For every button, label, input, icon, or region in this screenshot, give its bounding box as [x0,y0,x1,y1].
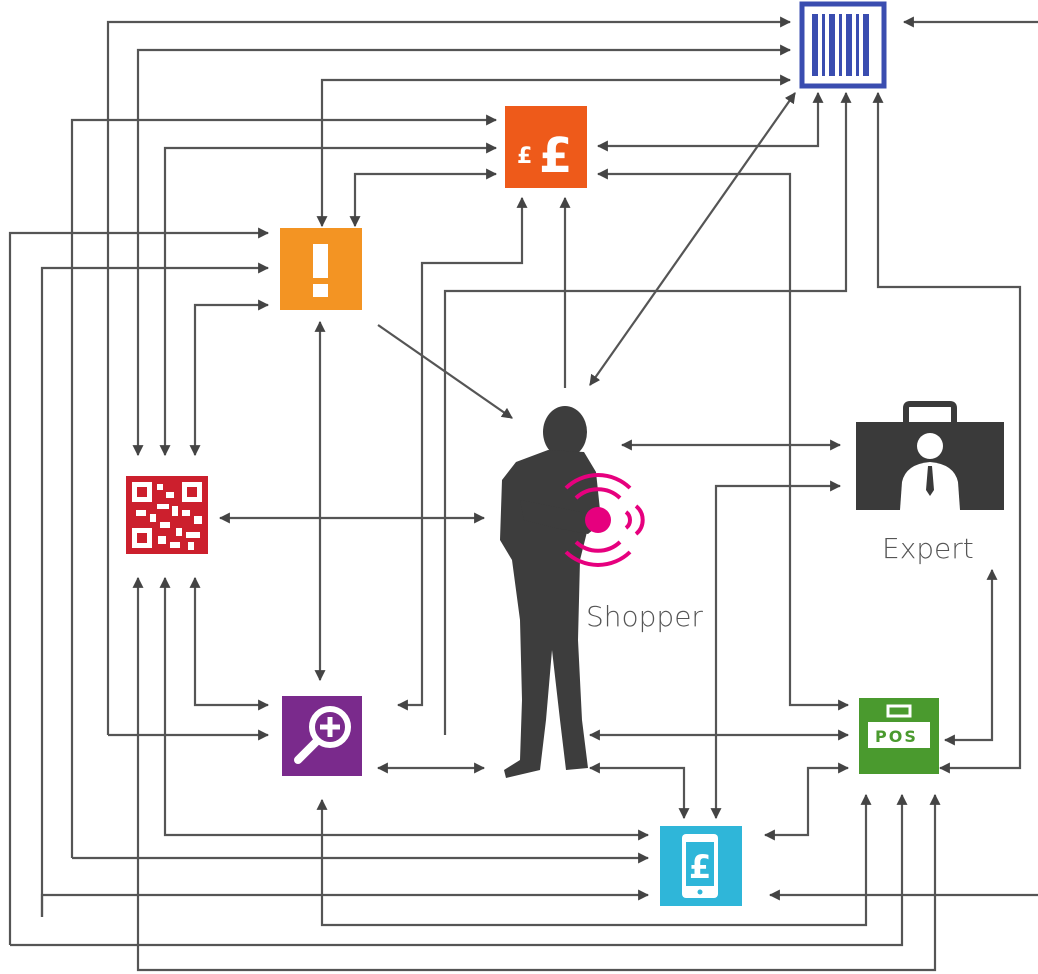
connector-line [189,299,270,457]
expert-label: Expert [882,532,974,565]
connector-line [10,793,908,947]
barcode-node [799,1,887,89]
connector-line [316,793,872,927]
connector-line [349,168,498,228]
connector-line [943,568,998,746]
connector-line [159,142,498,457]
connector-line [710,480,842,820]
svg-text:£: £ [517,144,532,169]
connector-line [396,196,528,711]
mobile-pay-node: £ [660,826,742,906]
connector-line [40,262,270,917]
connector-line [588,762,690,820]
price-node: £ £ [505,106,587,188]
signal-icon [564,473,645,567]
connector-line [40,889,650,917]
qr-node [126,476,208,554]
shopper-label: Shopper [586,600,703,633]
expert-node [856,401,1004,510]
connector-line [872,91,1022,774]
connector-line [70,114,498,858]
pound-price-icon [505,106,587,188]
connector-line [377,324,513,419]
search-node [282,696,362,776]
connectors [8,16,1038,972]
svg-text:£: £ [689,848,711,886]
briefcase-person-icon [856,401,1004,510]
connector-line [106,16,792,735]
connector-line [589,92,796,386]
shopper-node [500,406,645,778]
connector-line [8,227,270,945]
connector-line [132,576,941,972]
connector-line [132,44,792,457]
barcode-bars [812,14,869,76]
svg-text:£: £ [539,128,572,184]
pos-label: POS [875,727,918,746]
shopper-silhouette-icon [500,406,600,778]
connector-line [189,576,270,711]
pos-node: POS [859,698,939,774]
connector-line [763,762,850,841]
connector-line [596,91,824,152]
connector-line [159,576,650,841]
alert-node [280,228,362,310]
